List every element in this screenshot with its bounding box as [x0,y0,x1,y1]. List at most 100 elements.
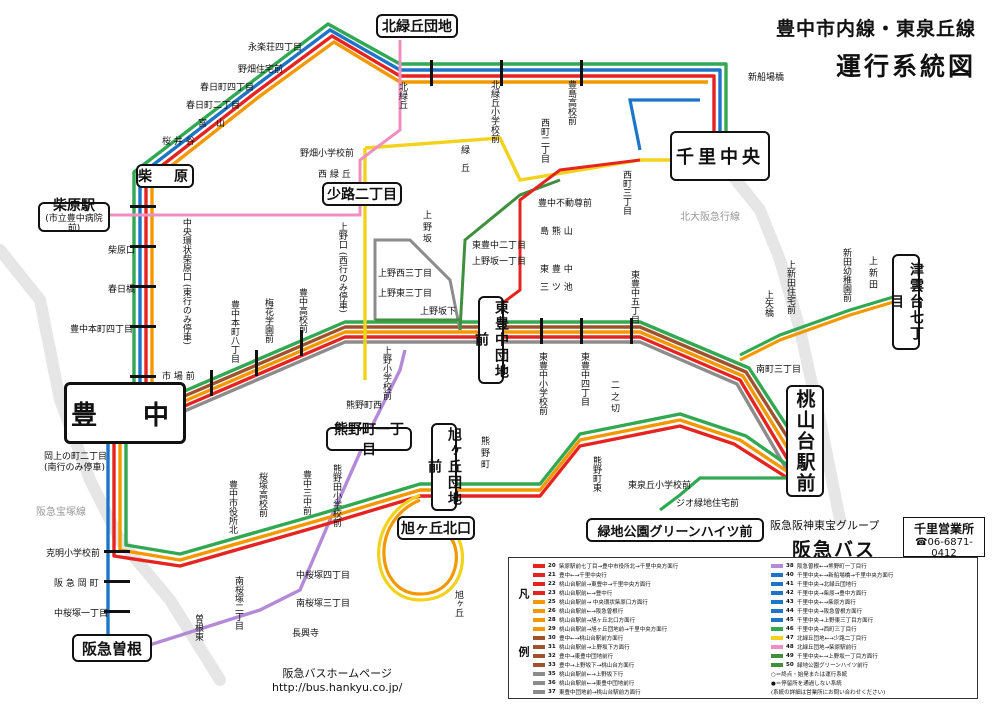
stop-nishimachi3: 西町三丁目 [621,170,631,215]
stop-minamisakurazuka3: 南桜塚三丁目 [296,599,351,609]
legend-route-text: 北緑丘団地←→少路二丁目行 [797,635,867,642]
legend-swatch [533,581,545,586]
stop-marker [130,205,156,208]
legend-route-number: 31 [548,643,556,650]
stop-marker [540,318,543,344]
legend-route-text: 桃山台駅前→ 中央環状柴原口方面行 [559,599,648,606]
stop-shibaharaguchi: 柴原口 [108,246,136,256]
hub-momoyamadai[interactable]: 桃山台駅前 [786,385,824,497]
hub-shibahara[interactable]: 柴 原 [136,164,194,188]
hub-kumanocho[interactable]: 熊野町一丁目 [326,422,412,458]
stop-higashitoyonaka2: 東豊中二丁目 [472,241,527,251]
hub-senri-chuo[interactable]: 千里中央 [670,131,770,181]
hub-tsukumodai[interactable]: 津雲台七丁目 [888,254,924,350]
legend-route-text: 桃山台駅前←→阪急曽根行 [559,608,624,615]
legend-route-number: 28 [548,616,556,623]
legend-route-text: 桃山台駅前→旭ヶ丘北口方面行 [559,617,636,624]
legend-route-text: 千里中央→阪急曽根方面行 [797,608,863,615]
legend-route-text: 豊中←→千里中央行 [559,572,607,579]
south-route [106,412,807,650]
stop-marker [130,325,156,328]
legend-swatch [533,626,545,631]
legend-swatch [771,626,783,631]
legend-route-number: 30 [548,634,556,641]
hub-higashitoyonaka[interactable]: 東豊中団地前 [473,296,509,384]
stop-markers [104,60,633,613]
hub-ryokuchi[interactable]: 緑地公園グリーンハイツ前 [586,518,764,542]
stop-marker [130,375,156,378]
legend-route-text: 千里中央→上野東三丁目方面行 [797,617,874,624]
legend-route-number: 23 [548,589,556,596]
stop-toyonaka-hon8: 豊中本町八丁目 [229,300,239,363]
stop-kasugacho2: 春日町二丁目 [186,101,241,111]
okamachi-kita2-label: 岡上の町二丁目 [44,452,108,462]
east-routes [628,98,901,512]
stop-uenohigashi3: 上野東三丁目 [378,289,433,299]
legend-route-text: 東豊中団地前→桃山台駅前方面行 [559,689,641,696]
purple-route [139,349,407,650]
stop-nishiryokugaoka: 西 緑 丘 [318,170,351,180]
legend-route-number: 44 [786,607,794,614]
hub-shojiniichome[interactable]: 少路二丁目 [322,182,402,206]
stop-sakurai: 桜 井 谷 [162,137,195,147]
stop-minamimachi3: 南町三丁目 [756,365,802,375]
legend-swatch [771,662,783,667]
homepage-url[interactable]: http://bus.hankyu.co.jp/ [272,681,403,694]
stop-kitamidorigaoka: 北緑丘 [397,82,407,109]
stop-shimakumayama: 島 熊 山 [540,227,573,237]
hub-asahigaoka-danchi[interactable]: 旭ヶ丘団地前 [426,423,462,511]
legend-swatch [533,635,545,640]
homepage-block: 阪急バスホームページ http://bus.hankyu.co.jp/ [272,665,402,694]
stop-eirakuso4: 永楽荘四丁目 [248,43,303,53]
title-line1: 豊中市内線・東泉丘線 [775,18,976,40]
legend-swatch [771,608,783,613]
okamachi-kita2-note: (南行のみ停車) [44,462,106,473]
hankyu-takarazuka-line [0,244,226,686]
stop-marker [580,60,583,86]
stop-marker [255,350,258,376]
legend-route-text: 豊中→上野坂下→桃山台方面行 [559,662,635,669]
stop-nakasakurazuka4: 中桜塚四丁目 [296,571,351,581]
stop-nakasakurazuka1: 中桜塚一丁目 [54,609,109,619]
legend-swatch [533,617,545,622]
stop-marker [430,60,433,86]
stop-marker [580,318,583,344]
legend-swatch [533,662,545,667]
stop-toyonaka-fudoson: 豊中不動尊前 [538,199,593,209]
legend-swatch [771,635,783,640]
legend-swatch [771,617,783,622]
pink-route [110,40,402,217]
stop-higashitoyonaka-chu: 東 豊 中 [540,265,573,275]
stop-minamisakurazuka2: 南桜塚二丁目 [233,576,243,630]
legend-note: ○＝終点・始発または運行系統 [771,671,848,678]
stop-ichiba: 市 場 前 [162,372,195,382]
hub-asahigaoka-kita[interactable]: 旭ヶ丘北口 [397,516,475,540]
legend-swatch [533,680,545,685]
legend-note: ●＝停留所を通過しない系統 [771,680,842,687]
stop-marker [210,370,213,396]
stop-kumanocho-nishi: 熊野町西 [346,401,383,411]
hub-toyonaka[interactable]: 豊 中 [64,382,186,444]
stop-toyonaka-honmachi4: 豊中本町四丁目 [70,325,134,335]
hub-hankyu-sone[interactable]: 阪急曽根 [72,634,152,662]
legend-route-number: 38 [786,562,794,569]
stop-midorigaoka: 緑 丘 [459,145,469,172]
hub-shibahara-eki[interactable]: 柴原駅 (市立豊中病院前) [38,199,110,234]
legend-swatch [771,572,783,577]
hub-kitamidorigaoka[interactable]: 北緑丘団地 [376,14,458,38]
